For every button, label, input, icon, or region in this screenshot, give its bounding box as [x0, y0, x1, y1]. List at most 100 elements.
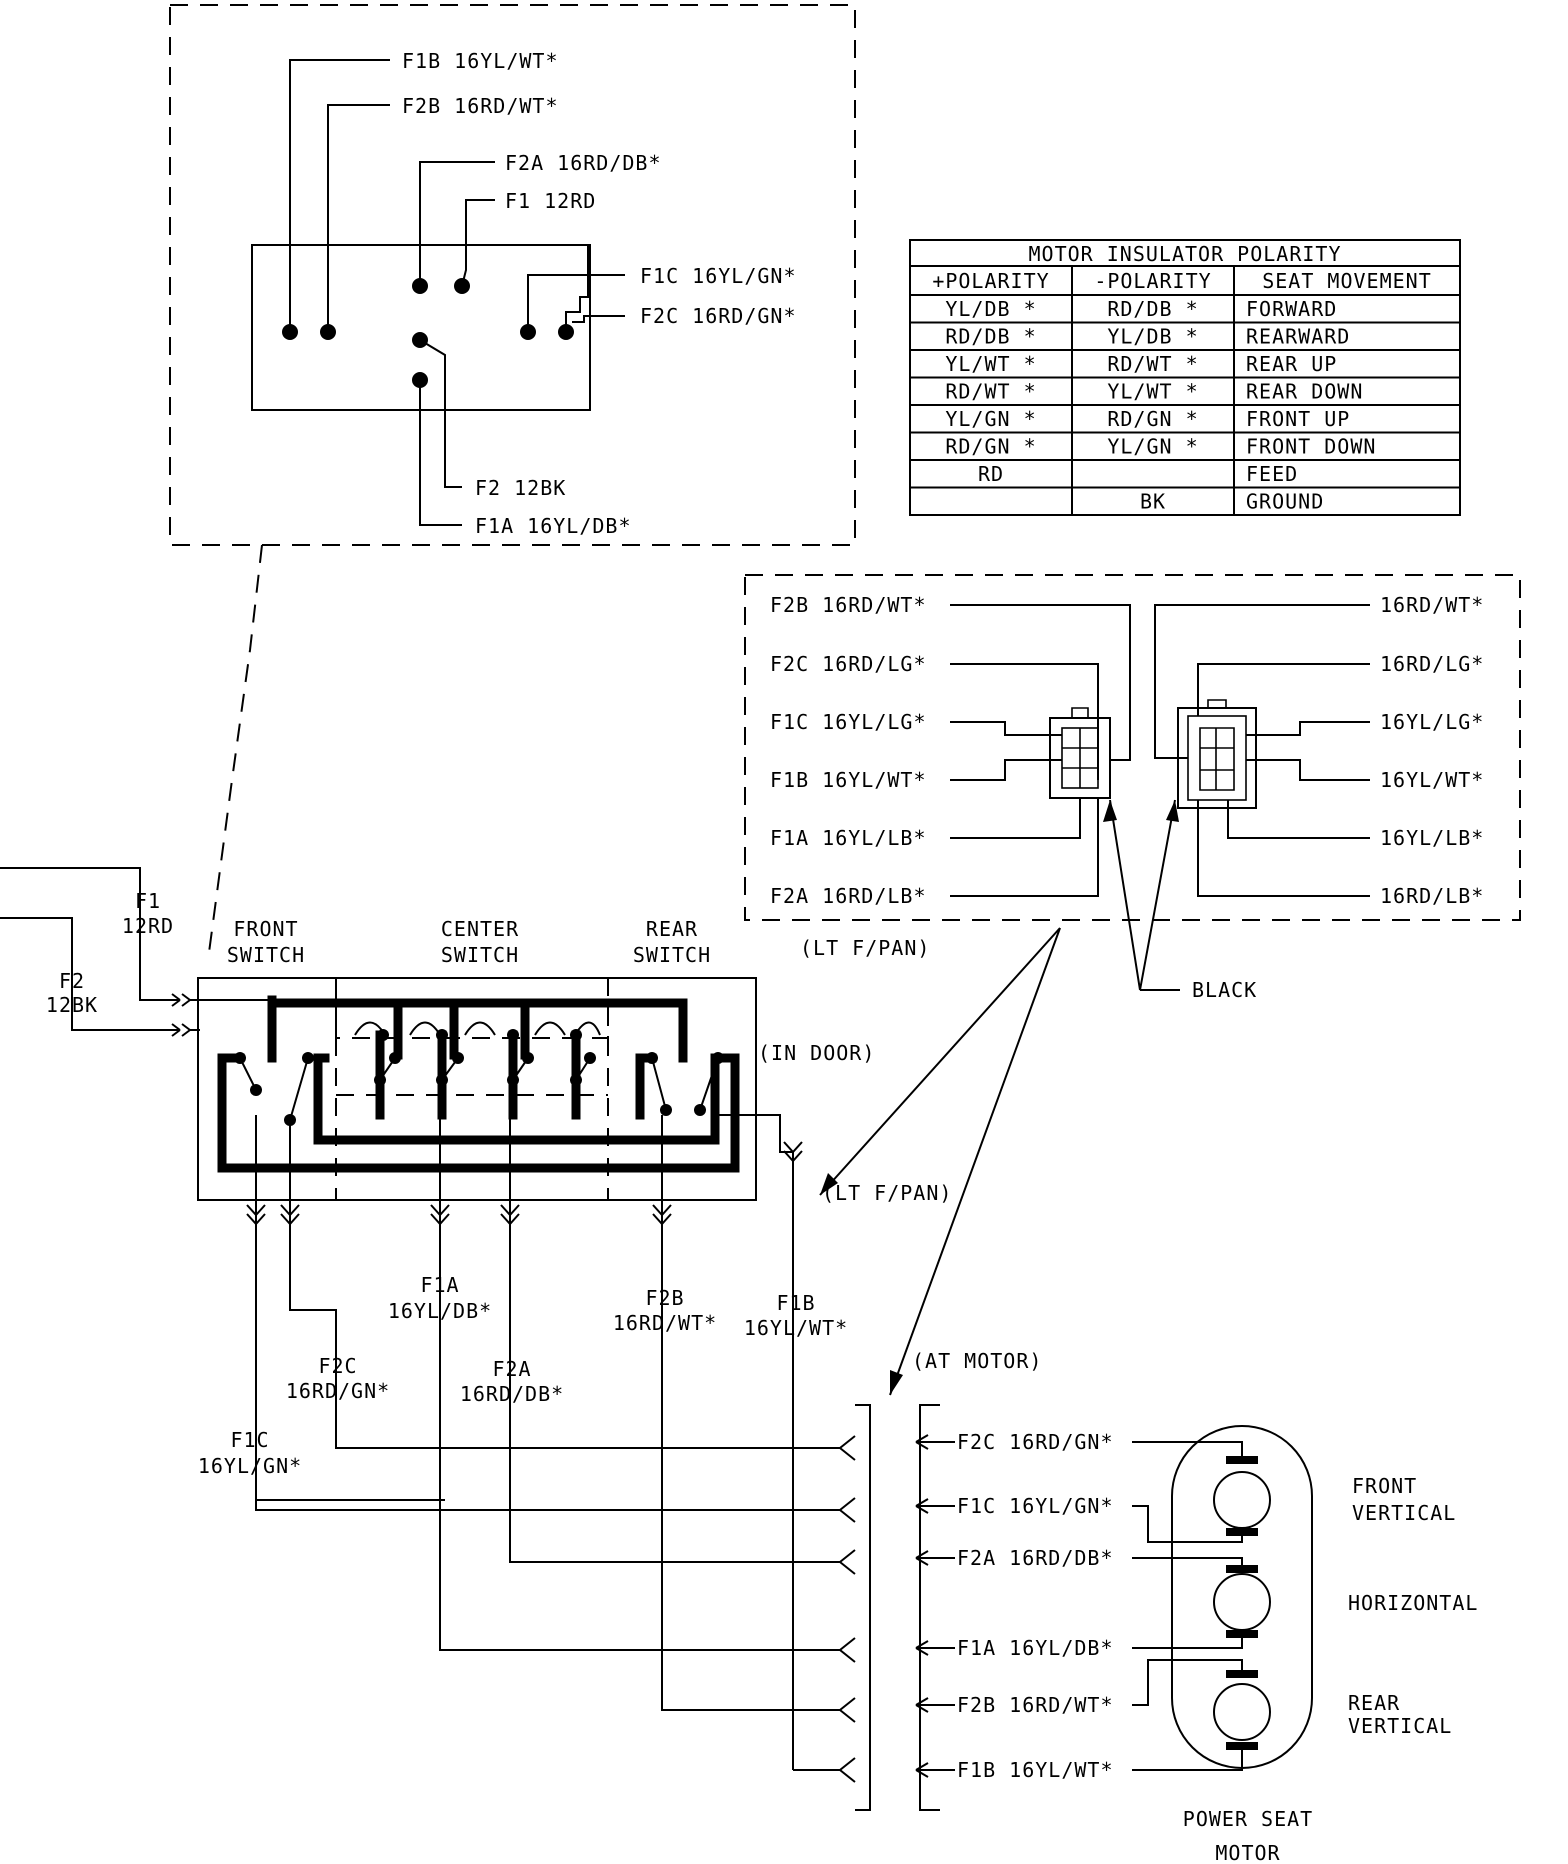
polarity-table: MOTOR INSULATOR POLARITY +POLARITY -POLA…	[909, 239, 1461, 516]
out-f2c: 16RD/GN*	[286, 1379, 390, 1403]
switch-pan-label: (LT F/PAN)	[822, 1181, 952, 1205]
out-f1a: 16YL/DB*	[388, 1299, 492, 1323]
out-f1c: 16YL/GN*	[198, 1454, 302, 1478]
table-title: MOTOR INSULATOR POLARITY	[1029, 242, 1342, 266]
table-cell-minus: BK	[1140, 490, 1166, 514]
detail-wire-label: F2C 16RD/GN*	[640, 304, 797, 328]
out-f2c: F2C	[318, 1354, 357, 1378]
table-cell-minus: YL/GN *	[1107, 435, 1198, 459]
motor-wire-label: F2A 16RD/DB*	[957, 1546, 1114, 1570]
at-motor-label: (AT MOTOR)	[912, 1349, 1042, 1373]
fpan-right-wire-label: 16YL/LG*	[1380, 710, 1484, 734]
front-vertical-label: FRONT	[1352, 1474, 1417, 1498]
lt-fpan-connector-view: F2B 16RD/WT*F2C 16RD/LG*F1C 16YL/LG*F1B …	[744, 574, 1521, 1002]
switch-housing	[197, 977, 757, 1201]
table-cell-plus: RD	[978, 462, 1004, 486]
motor-housing	[1171, 1425, 1313, 1769]
front-vertical-motor	[1213, 1456, 1271, 1536]
table-cell-minus: RD/GN *	[1107, 407, 1198, 431]
fpan-left-wire-label: F1C 16YL/LG*	[770, 710, 927, 734]
switch-contact	[570, 1029, 582, 1041]
in-door-label: (IN DOOR)	[758, 1041, 875, 1065]
fpan-right-wire-label: 16RD/LG*	[1380, 652, 1484, 676]
motor-wire-arrow	[915, 1640, 955, 1656]
detail-connector-view: F1B 16YL/WT* F2B 16RD/WT* F2A 16RD/DB* F…	[169, 4, 856, 546]
harness-to-motor: (AT MOTOR)	[255, 1349, 1042, 1811]
detail-wire-label: F2 12BK	[475, 476, 566, 500]
table-cell-plus: YL/WT *	[945, 352, 1036, 376]
table-cell-plus: RD/GN *	[945, 435, 1036, 459]
fpan-dashed-border	[744, 574, 1521, 921]
connector-chevron	[783, 1141, 803, 1163]
motor-wire-arrow	[915, 1434, 955, 1450]
rear-vertical-label: VERTICAL	[1348, 1714, 1452, 1738]
switch-contact	[507, 1029, 519, 1041]
fpan-location-label: (LT F/PAN)	[800, 936, 930, 960]
black-color-label: BLACK	[1192, 978, 1257, 1002]
out-f1b: 16YL/WT*	[744, 1316, 848, 1340]
detail-wire-label: F1B 16YL/WT*	[402, 49, 559, 73]
ground-label: F2	[59, 969, 85, 993]
out-f2b: 16RD/WT*	[613, 1311, 717, 1335]
switch-contact	[377, 1029, 389, 1041]
fpan-left-wire-label: F1B 16YL/WT*	[770, 768, 927, 792]
rear-switch-label: REAR	[646, 917, 698, 941]
horizontal-motor	[1213, 1565, 1271, 1638]
table-cell-minus: YL/DB *	[1107, 325, 1198, 349]
rear-switch-label: SWITCH	[633, 943, 711, 967]
connector-chevron	[430, 1204, 450, 1226]
out-f2a: F2A	[492, 1357, 531, 1381]
connector-chevron	[246, 1204, 266, 1226]
fpan-left-wire-label: F1A 16YL/LB*	[770, 826, 927, 850]
fpan-right-wire-label: 16RD/WT*	[1380, 593, 1484, 617]
detail-dashed-border	[169, 4, 856, 546]
detail-wire-label: F2B 16RD/WT*	[402, 94, 559, 118]
table-cell-minus: RD/WT *	[1107, 352, 1198, 376]
feed-label: 12RD	[122, 914, 174, 938]
fpan-left-wire-label: F2C 16RD/LG*	[770, 652, 927, 676]
center-switch-label: CENTER	[441, 917, 519, 941]
table-cell-movement: FRONT DOWN	[1246, 435, 1376, 459]
detail-wire-label: F2A 16RD/DB*	[505, 151, 662, 175]
out-f1b: F1B	[776, 1291, 815, 1315]
fpan-right-wire-label: 16RD/LB*	[1380, 884, 1484, 908]
out-f2a: 16RD/DB*	[460, 1382, 564, 1406]
table-cell-movement: GROUND	[1246, 490, 1324, 514]
power-seat-motor-label: POWER SEAT	[1183, 1807, 1313, 1831]
motor-wire-label: F1C 16YL/GN*	[957, 1494, 1114, 1518]
motor-wire-label: F2B 16RD/WT*	[957, 1693, 1114, 1717]
motor-wire-arrow	[915, 1498, 955, 1514]
motor-wire-label: F1A 16YL/DB*	[957, 1636, 1114, 1660]
connector-chevron	[652, 1204, 672, 1226]
table-cell-minus: YL/WT *	[1107, 380, 1198, 404]
connector-chevron	[280, 1204, 300, 1226]
table-cell-plus: RD/DB *	[945, 325, 1036, 349]
table-cell-plus: RD/WT *	[945, 380, 1036, 404]
switch-contact	[436, 1029, 448, 1041]
table-cell-movement: FORWARD	[1246, 297, 1337, 321]
front-switch-label: SWITCH	[227, 943, 305, 967]
ground-wire	[0, 917, 180, 1031]
out-f1c: F1C	[230, 1428, 269, 1452]
table-header: -POLARITY	[1094, 269, 1211, 293]
table-cell-movement: FEED	[1246, 462, 1298, 486]
feed-wire	[0, 867, 180, 1001]
switch-output-labels: F1A 16YL/DB* F2B 16RD/WT* F1B 16YL/WT* F…	[198, 1273, 848, 1478]
table-header: SEAT MOVEMENT	[1262, 269, 1432, 293]
power-seat-motor: F2C 16RD/GN*F1C 16YL/GN*F2A 16RD/DB*F1A …	[915, 1425, 1478, 1864]
motor-wire-label: F1B 16YL/WT*	[957, 1758, 1114, 1782]
detail-wire-label: F1A 16YL/DB*	[475, 514, 632, 538]
fpan-left-wire-label: F2A 16RD/LB*	[770, 884, 927, 908]
feed-label: F1	[135, 889, 161, 913]
table-cell-minus: RD/DB *	[1107, 297, 1198, 321]
fpan-right-wire-label: 16YL/WT*	[1380, 768, 1484, 792]
table-cell-movement: REARWARD	[1246, 325, 1350, 349]
detail-callout-line	[207, 544, 263, 961]
table-cell-plus: YL/GN *	[945, 407, 1036, 431]
horizontal-label: HORIZONTAL	[1348, 1591, 1478, 1615]
power-seat-motor-label: MOTOR	[1215, 1841, 1280, 1864]
motor-pointer-line	[889, 927, 1061, 1396]
connector-chevron	[500, 1204, 520, 1226]
front-switch-label: FRONT	[233, 917, 298, 941]
